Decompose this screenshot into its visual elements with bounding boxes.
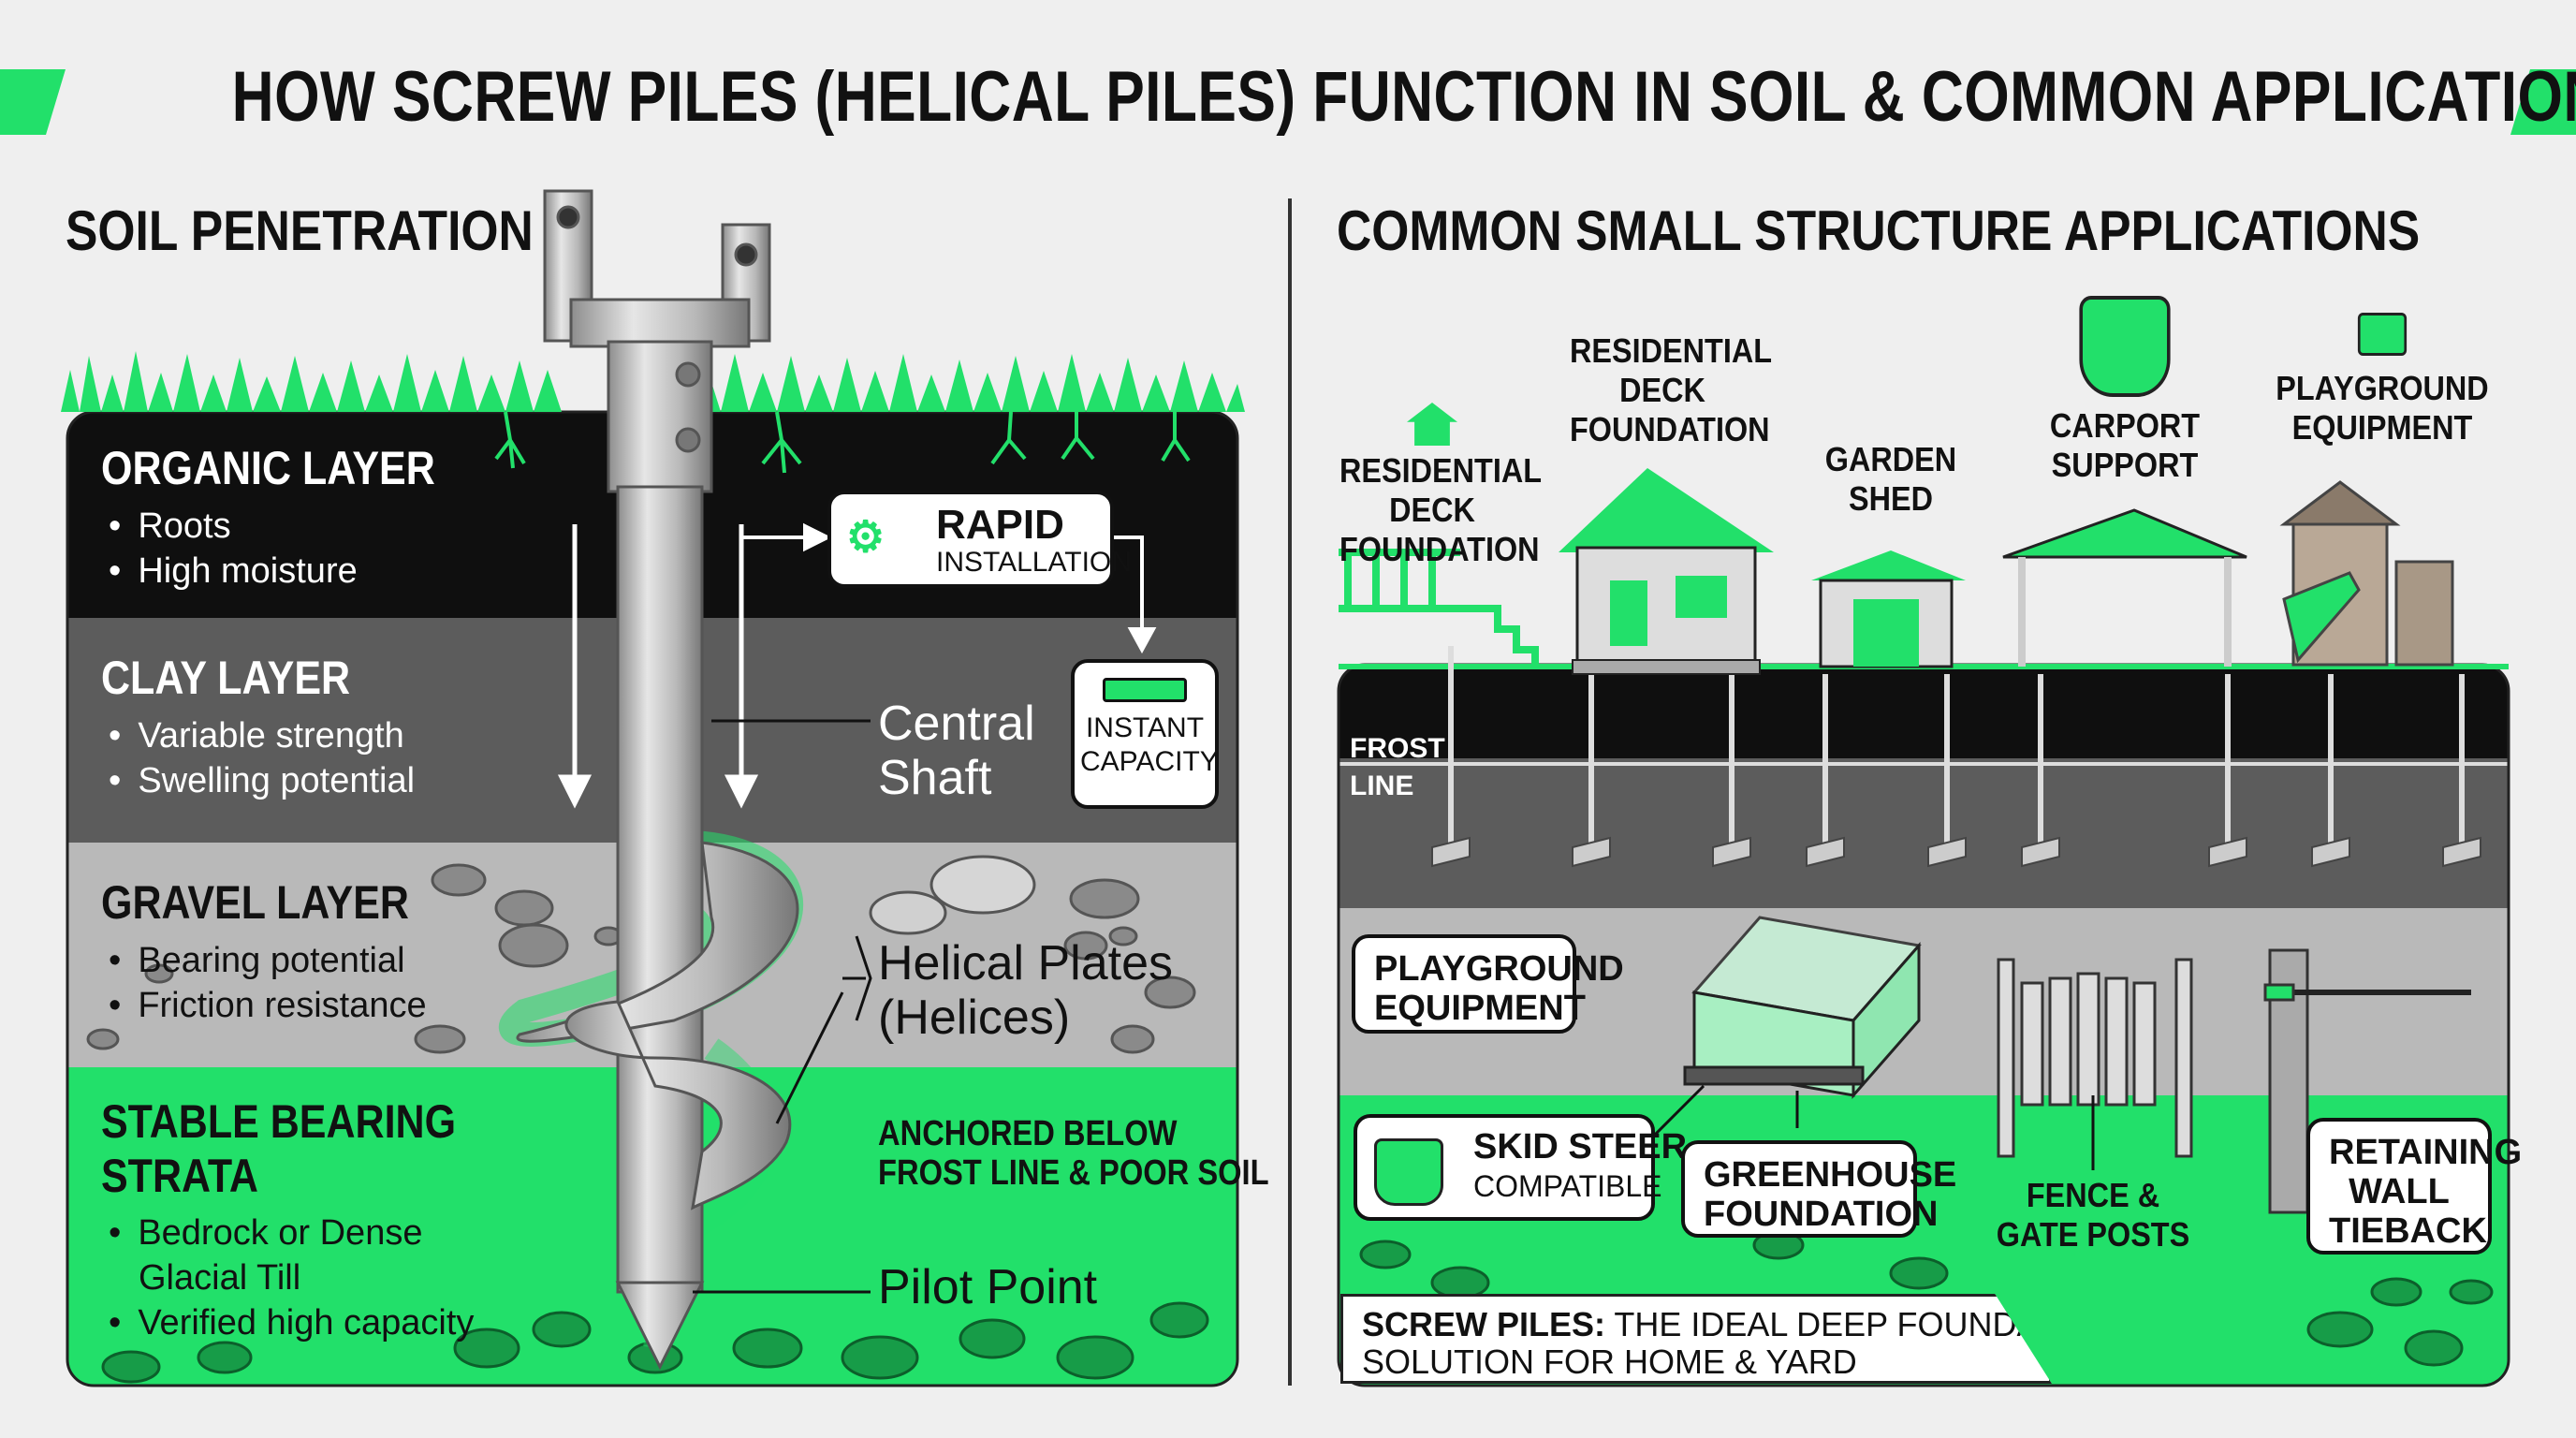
bullet: Friction resistance: [101, 983, 460, 1028]
label-line: DECK: [1619, 371, 1705, 409]
instant-line2: CAPACITY: [1080, 746, 1219, 777]
app-clay: [1339, 758, 2509, 908]
right-heading: COMMON SMALL STRUCTURE APPLICATIONS: [1337, 199, 2421, 262]
label-line: PLAYGROUND: [2276, 369, 2489, 407]
bullet: Roots: [101, 504, 490, 549]
app-label-garden-shed: GARDEN SHED: [1815, 440, 1967, 519]
bullet: Variable strength: [101, 713, 415, 758]
bullet: Bedrock or Dense Glacial Till: [101, 1211, 494, 1300]
box-line: GREENHOUSE: [1704, 1155, 1957, 1195]
panel-divider: [1288, 198, 1292, 1386]
shed-illustration: [1811, 550, 1966, 668]
frost-band: [1339, 665, 2509, 758]
page-title: HOW SCREW PILES (HELICAL PILES) FUNCTION…: [231, 57, 2576, 137]
playground-illustration: [2279, 480, 2454, 667]
bearing-layer-title-1: STABLE BEARING: [101, 1095, 457, 1148]
skid-line2: COMPATIBLE: [1473, 1169, 1662, 1203]
app-label-carport: CARPORT SUPPORT: [2041, 296, 2209, 485]
helical-plates-label: Helical Plates (Helices): [878, 936, 1173, 1045]
skid-steer-icon: [1374, 1138, 1443, 1206]
app-label-deck-1: RESIDENTIAL DECK FOUNDATION: [1339, 403, 1543, 569]
label-line: RESIDENTIAL: [1570, 331, 1773, 370]
house-icon: [1407, 403, 1457, 446]
central-shaft-label: Central Shaft: [878, 697, 1035, 805]
box-line: RETAINING: [2329, 1133, 2523, 1172]
retaining-illustration: [2263, 948, 2471, 1214]
label-line: FOUNDATION: [1339, 530, 1540, 568]
box-line: EQUIPMENT: [1374, 989, 1586, 1028]
label-line: DECK: [1389, 491, 1475, 529]
bullet: Swelling potential: [101, 758, 415, 803]
gravel-layer-bullets: Bearing potential Friction resistance: [101, 938, 460, 1028]
banner-line1: SCREW PILES: THE IDEAL DEEP FOUNDATION: [1362, 1305, 2052, 1343]
central-shaft-line1: Central: [878, 697, 1035, 751]
label-line: EQUIPMENT: [2291, 408, 2473, 447]
organic-layer-bullets: Roots High moisture: [101, 504, 490, 594]
skid-line1: SKID STEER: [1473, 1127, 1688, 1167]
clay-layer-title: CLAY LAYER: [101, 652, 351, 704]
skid-steer-icon: [2079, 296, 2171, 397]
banner-rest: THE IDEAL DEEP FOUNDATION: [1605, 1305, 2117, 1343]
label-line: RESIDENTIAL: [1339, 451, 1543, 490]
frost-line-2: LINE: [1350, 770, 1414, 801]
anchored-line2: FROST LINE & POOR SOIL: [878, 1153, 1269, 1193]
app-piles: [1448, 646, 2465, 861]
label-line: CARPORT: [2049, 406, 2201, 445]
carport-illustration: [2002, 508, 2247, 667]
drill-icon: ⚙: [846, 512, 886, 561]
box-line: WALL: [2349, 1172, 2450, 1211]
anchored-line1: ANCHORED BELOW: [878, 1114, 1178, 1153]
bearing-layer-title-2: STRATA: [101, 1149, 258, 1202]
gravel-layer-title: GRAVEL LAYER: [101, 876, 409, 929]
organic-layer-title: ORGANIC LAYER: [101, 442, 435, 494]
level-icon: [1103, 678, 1187, 702]
instant-capacity-box: INSTANT CAPACITY: [1071, 659, 1219, 809]
label-line: FENCE &: [2026, 1176, 2160, 1214]
app-label-deck-2: RESIDENTIAL DECK FOUNDATION: [1570, 331, 1773, 449]
box-line: FOUNDATION: [1704, 1195, 1939, 1234]
banner-line2: SOLUTION FOR HOME & YARD: [1362, 1343, 1857, 1381]
rapid-installation-box: ⚙ RAPID INSTALLATION: [827, 491, 1132, 588]
bearing-layer-bullets: Bedrock or Dense Glacial Till Verified h…: [101, 1211, 494, 1345]
bullet: High moisture: [101, 549, 490, 594]
box-line: PLAYGROUND: [1374, 949, 1624, 989]
grass-strip: [61, 351, 1245, 412]
helical-plates-line2: (Helices): [878, 990, 1071, 1045]
bullet: Bearing potential: [101, 938, 460, 983]
bullet: Verified high capacity: [101, 1300, 494, 1345]
fence-illustration: [1997, 958, 2193, 1158]
frost-line-label: FROST LINE: [1350, 730, 1445, 805]
rapid-title: RAPID: [936, 502, 1064, 548]
instant-line1: INSTANT: [1085, 712, 1205, 743]
anchored-label: ANCHORED BELOW FROST LINE & POOR SOIL: [878, 1114, 1269, 1193]
greenhouse-illustration: [1683, 916, 1922, 1099]
drill-icon: [2357, 313, 2408, 356]
clay-layer-bullets: Variable strength Swelling potential: [101, 713, 415, 803]
label-line: FOUNDATION: [1570, 410, 1770, 448]
label-line: GARDEN: [1824, 440, 1957, 478]
helical-plates-line1: Helical Plates: [878, 936, 1174, 990]
left-heading: SOIL PENETRATION: [66, 199, 534, 262]
fence-label: FENCE & GATE POSTS: [1992, 1176, 2194, 1255]
deck-illustration: [1339, 549, 1539, 665]
pilot-point-label: Pilot Point: [878, 1260, 1098, 1314]
frost-line-1: FROST: [1350, 733, 1445, 764]
greenhouse-box: GREENHOUSE FOUNDATION: [1681, 1140, 1957, 1238]
retaining-box: RETAINING WALL TIEBACK: [2306, 1118, 2523, 1255]
app-label-playground: PLAYGROUND EQUIPMENT: [2269, 313, 2496, 448]
central-shaft-line2: Shaft: [878, 751, 992, 805]
label-line: GATE POSTS: [1996, 1215, 2190, 1254]
label-line: SHED: [1848, 479, 1934, 518]
label-line: SUPPORT: [2051, 446, 2199, 484]
house-illustration: [1559, 468, 1774, 675]
box-line: TIEBACK: [2329, 1211, 2487, 1251]
banner-bold: SCREW PILES:: [1362, 1305, 1606, 1343]
penetration-arrows: [557, 524, 759, 809]
playground-box: PLAYGROUND EQUIPMENT: [1352, 934, 1624, 1034]
screw-pile: [516, 189, 799, 1371]
skid-steer-box: SKID STEER COMPATIBLE: [1354, 1114, 1688, 1221]
bottom-banner: SCREW PILES: THE IDEAL DEEP FOUNDATION S…: [1340, 1294, 2052, 1384]
